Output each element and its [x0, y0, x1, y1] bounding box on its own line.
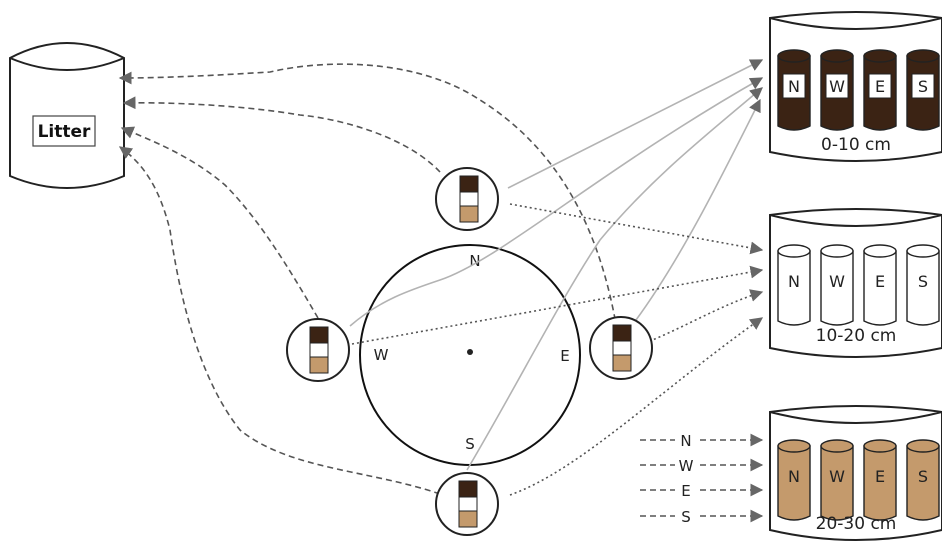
- bin-0-10-label: 0-10 cm: [821, 135, 891, 155]
- legend-s: S: [681, 508, 691, 526]
- core-sample-s: [435, 472, 499, 536]
- core-cap-10-20-w: [820, 244, 854, 258]
- litter-label: Litter: [38, 122, 91, 142]
- core-cap-20-30-s: [906, 439, 940, 453]
- core-letter-box-0-10-e: [868, 73, 892, 99]
- core-letter-box-20-30-e: [869, 464, 891, 488]
- core-letter-box-0-10-w: [825, 73, 849, 99]
- plot-circle: N W E S: [359, 244, 581, 466]
- dotted-arrows: [351, 203, 764, 496]
- core-letter-box-20-30-n: [783, 464, 805, 488]
- core-letter-box-0-10-s: [911, 73, 935, 99]
- core-cap-20-30-e: [863, 439, 897, 453]
- core-sample-e: [589, 316, 653, 380]
- compass-e: E: [560, 347, 569, 365]
- core-sample-w: [286, 318, 350, 382]
- core-letter-0-10-s: S: [918, 77, 928, 96]
- core-letter-20-30-n: N: [788, 467, 800, 486]
- compass-w: W: [374, 346, 389, 364]
- plot-center-dot: [467, 349, 473, 355]
- core-cap-10-20-s: [906, 244, 940, 258]
- core-letter-0-10-w: W: [829, 77, 845, 96]
- bin-10-20: N W E S 10-20 cm: [769, 208, 942, 358]
- core-cap-20-30-n: [777, 439, 811, 453]
- bin-20-30-label: 20-30 cm: [816, 514, 897, 534]
- core-letter-10-20-s: S: [918, 272, 928, 291]
- solid-arrows: [349, 59, 764, 471]
- bin-20-30: N W E S 20-30 cm: [769, 405, 942, 541]
- core-cap-10-20-n: [777, 244, 811, 258]
- core-cap-20-30-w: [820, 439, 854, 453]
- direction-legend: N W E S: [640, 428, 764, 526]
- core-letter-box-20-30-s: [912, 464, 934, 488]
- legend-w: W: [679, 457, 694, 475]
- core-letter-box-20-30-w: [826, 464, 848, 488]
- core-letter-20-30-e: E: [875, 467, 885, 486]
- core-letter-0-10-e: E: [875, 77, 885, 96]
- bin-0-10: N W E S 0-10 cm: [769, 11, 942, 162]
- core-cap-0-10-s: [906, 49, 940, 63]
- core-cap-0-10-e: [863, 49, 897, 63]
- compass-n: N: [469, 252, 480, 270]
- legend-e: E: [681, 482, 690, 500]
- core-letter-box-0-10-n: [782, 73, 806, 99]
- core-letter-10-20-n: N: [788, 272, 800, 291]
- core-sample-n: [435, 167, 499, 231]
- core-letter-10-20-w: W: [829, 272, 845, 291]
- bin-10-20-label: 10-20 cm: [816, 326, 897, 346]
- compass-s: S: [465, 435, 475, 453]
- core-letter-0-10-n: N: [788, 77, 800, 96]
- litter-container: Litter: [9, 42, 125, 189]
- core-cap-0-10-n: [777, 49, 811, 63]
- core-letter-20-30-s: S: [918, 467, 928, 486]
- core-cap-10-20-e: [863, 244, 897, 258]
- core-10-20-e: [863, 250, 897, 326]
- core-cap-0-10-w: [820, 49, 854, 63]
- core-10-20-w: [820, 250, 854, 326]
- legend-n: N: [680, 432, 691, 450]
- core-10-20-n: [777, 250, 811, 326]
- core-letter-20-30-w: W: [829, 467, 845, 486]
- core-letter-10-20-e: E: [875, 272, 885, 291]
- core-10-20-s: [906, 250, 940, 326]
- litter-arrows: [118, 63, 618, 495]
